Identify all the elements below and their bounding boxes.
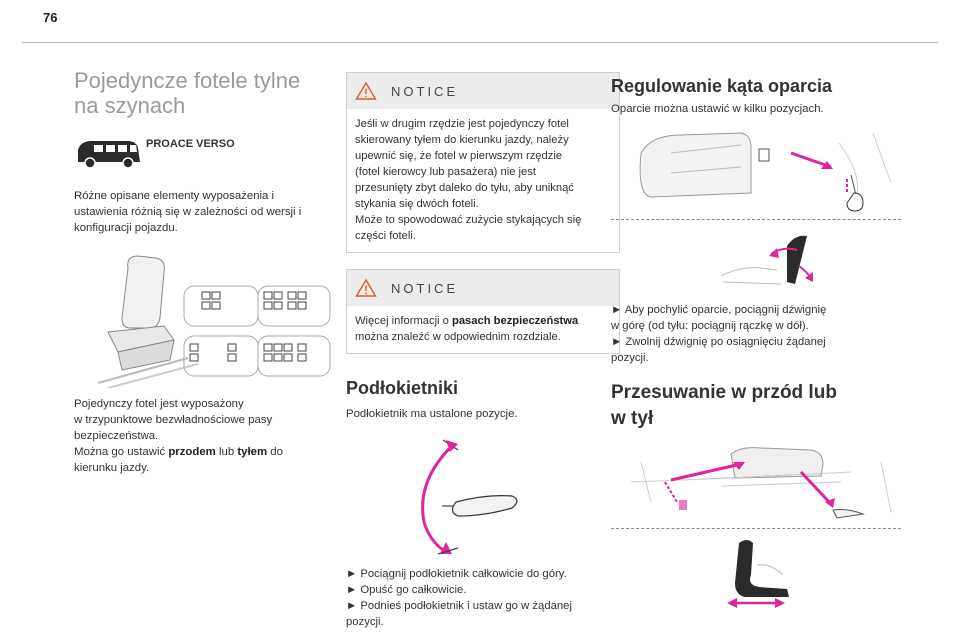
- armrest-heading: Podłokietniki: [346, 378, 459, 398]
- notice-title: NOTICE: [391, 280, 459, 296]
- recline-steps: ► Aby pochylić oparcie, pociągnij dźwign…: [611, 302, 901, 366]
- notice-title: NOTICE: [391, 83, 459, 99]
- recline-intro: Oparcie można ustawić w kilku pozycjach.: [611, 103, 824, 115]
- rear-seat-illustration: [97, 255, 331, 388]
- section-title: Pojedyncze fotele tylne na szynach: [74, 68, 301, 118]
- middle-column: NOTICE Jeśli w drugim rzędzie jest pojed…: [346, 72, 620, 630]
- slide-heading: Przesuwanie w przód lub w tył: [611, 382, 837, 429]
- list-item: ► Zwolnij dźwignię po osiągnięciu żądane…: [611, 336, 826, 348]
- recline-lever-illustration: [639, 132, 892, 212]
- right-column: Regulowanie kąta oparcia Oparcie można u…: [611, 74, 901, 609]
- notice-body: Jeśli w drugim rzędzie jest pojedynczy f…: [355, 118, 582, 242]
- header-rule: [22, 42, 938, 43]
- warning-icon: [355, 278, 377, 297]
- divider: [611, 528, 901, 529]
- armrest-intro: Podłokietnik ma ustalone pozycje.: [346, 408, 518, 420]
- vehicle-row: PROACE VERSO: [74, 136, 324, 176]
- page-number: 76: [43, 10, 58, 25]
- list-item: ► Opuść go całkowicie.: [346, 584, 467, 596]
- notice-box-1: NOTICE Jeśli w drugim rzędzie jest pojed…: [346, 72, 620, 253]
- list-item: pozycji.: [346, 616, 384, 628]
- list-item: ► Podnieś podłokietnik i ustaw go w żąda…: [346, 600, 572, 612]
- armrest-steps: ► Pociągnij podłokietnik całkowicie do g…: [346, 566, 620, 630]
- left-column: Pojedyncze fotele tylne na szynach PROAC…: [74, 68, 331, 476]
- list-item: pozycji.: [611, 352, 649, 364]
- list-item: w górę (od tyłu: pociągnij rączkę w dół)…: [611, 320, 809, 332]
- van-icon: [78, 141, 140, 169]
- recline-heading: Regulowanie kąta oparcia: [611, 76, 833, 96]
- intro-text: Różne opisane elementy wyposażenia i ust…: [74, 190, 302, 234]
- slide-direction-illustration: [727, 540, 789, 608]
- divider: [611, 219, 901, 220]
- warning-icon: [355, 81, 377, 100]
- recline-angle-illustration: [720, 235, 813, 285]
- notice-box-2: NOTICE Więcej informacji o pasach bezpie…: [346, 269, 620, 354]
- list-item: ► Pociągnij podłokietnik całkowicie do g…: [346, 568, 567, 580]
- list-item: ► Aby pochylić oparcie, pociągnij dźwign…: [611, 304, 827, 316]
- vehicle-label: PROACE VERSO: [146, 138, 235, 150]
- slide-rail-illustration: [630, 447, 892, 519]
- seat-description: Pojedynczy fotel jest wyposażony w trzyp…: [74, 398, 283, 474]
- armrest-illustration: [421, 439, 518, 555]
- notice-header: NOTICE: [347, 270, 619, 306]
- notice-body: Więcej informacji o pasach bezpieczeństw…: [355, 315, 579, 343]
- notice-header: NOTICE: [347, 73, 619, 109]
